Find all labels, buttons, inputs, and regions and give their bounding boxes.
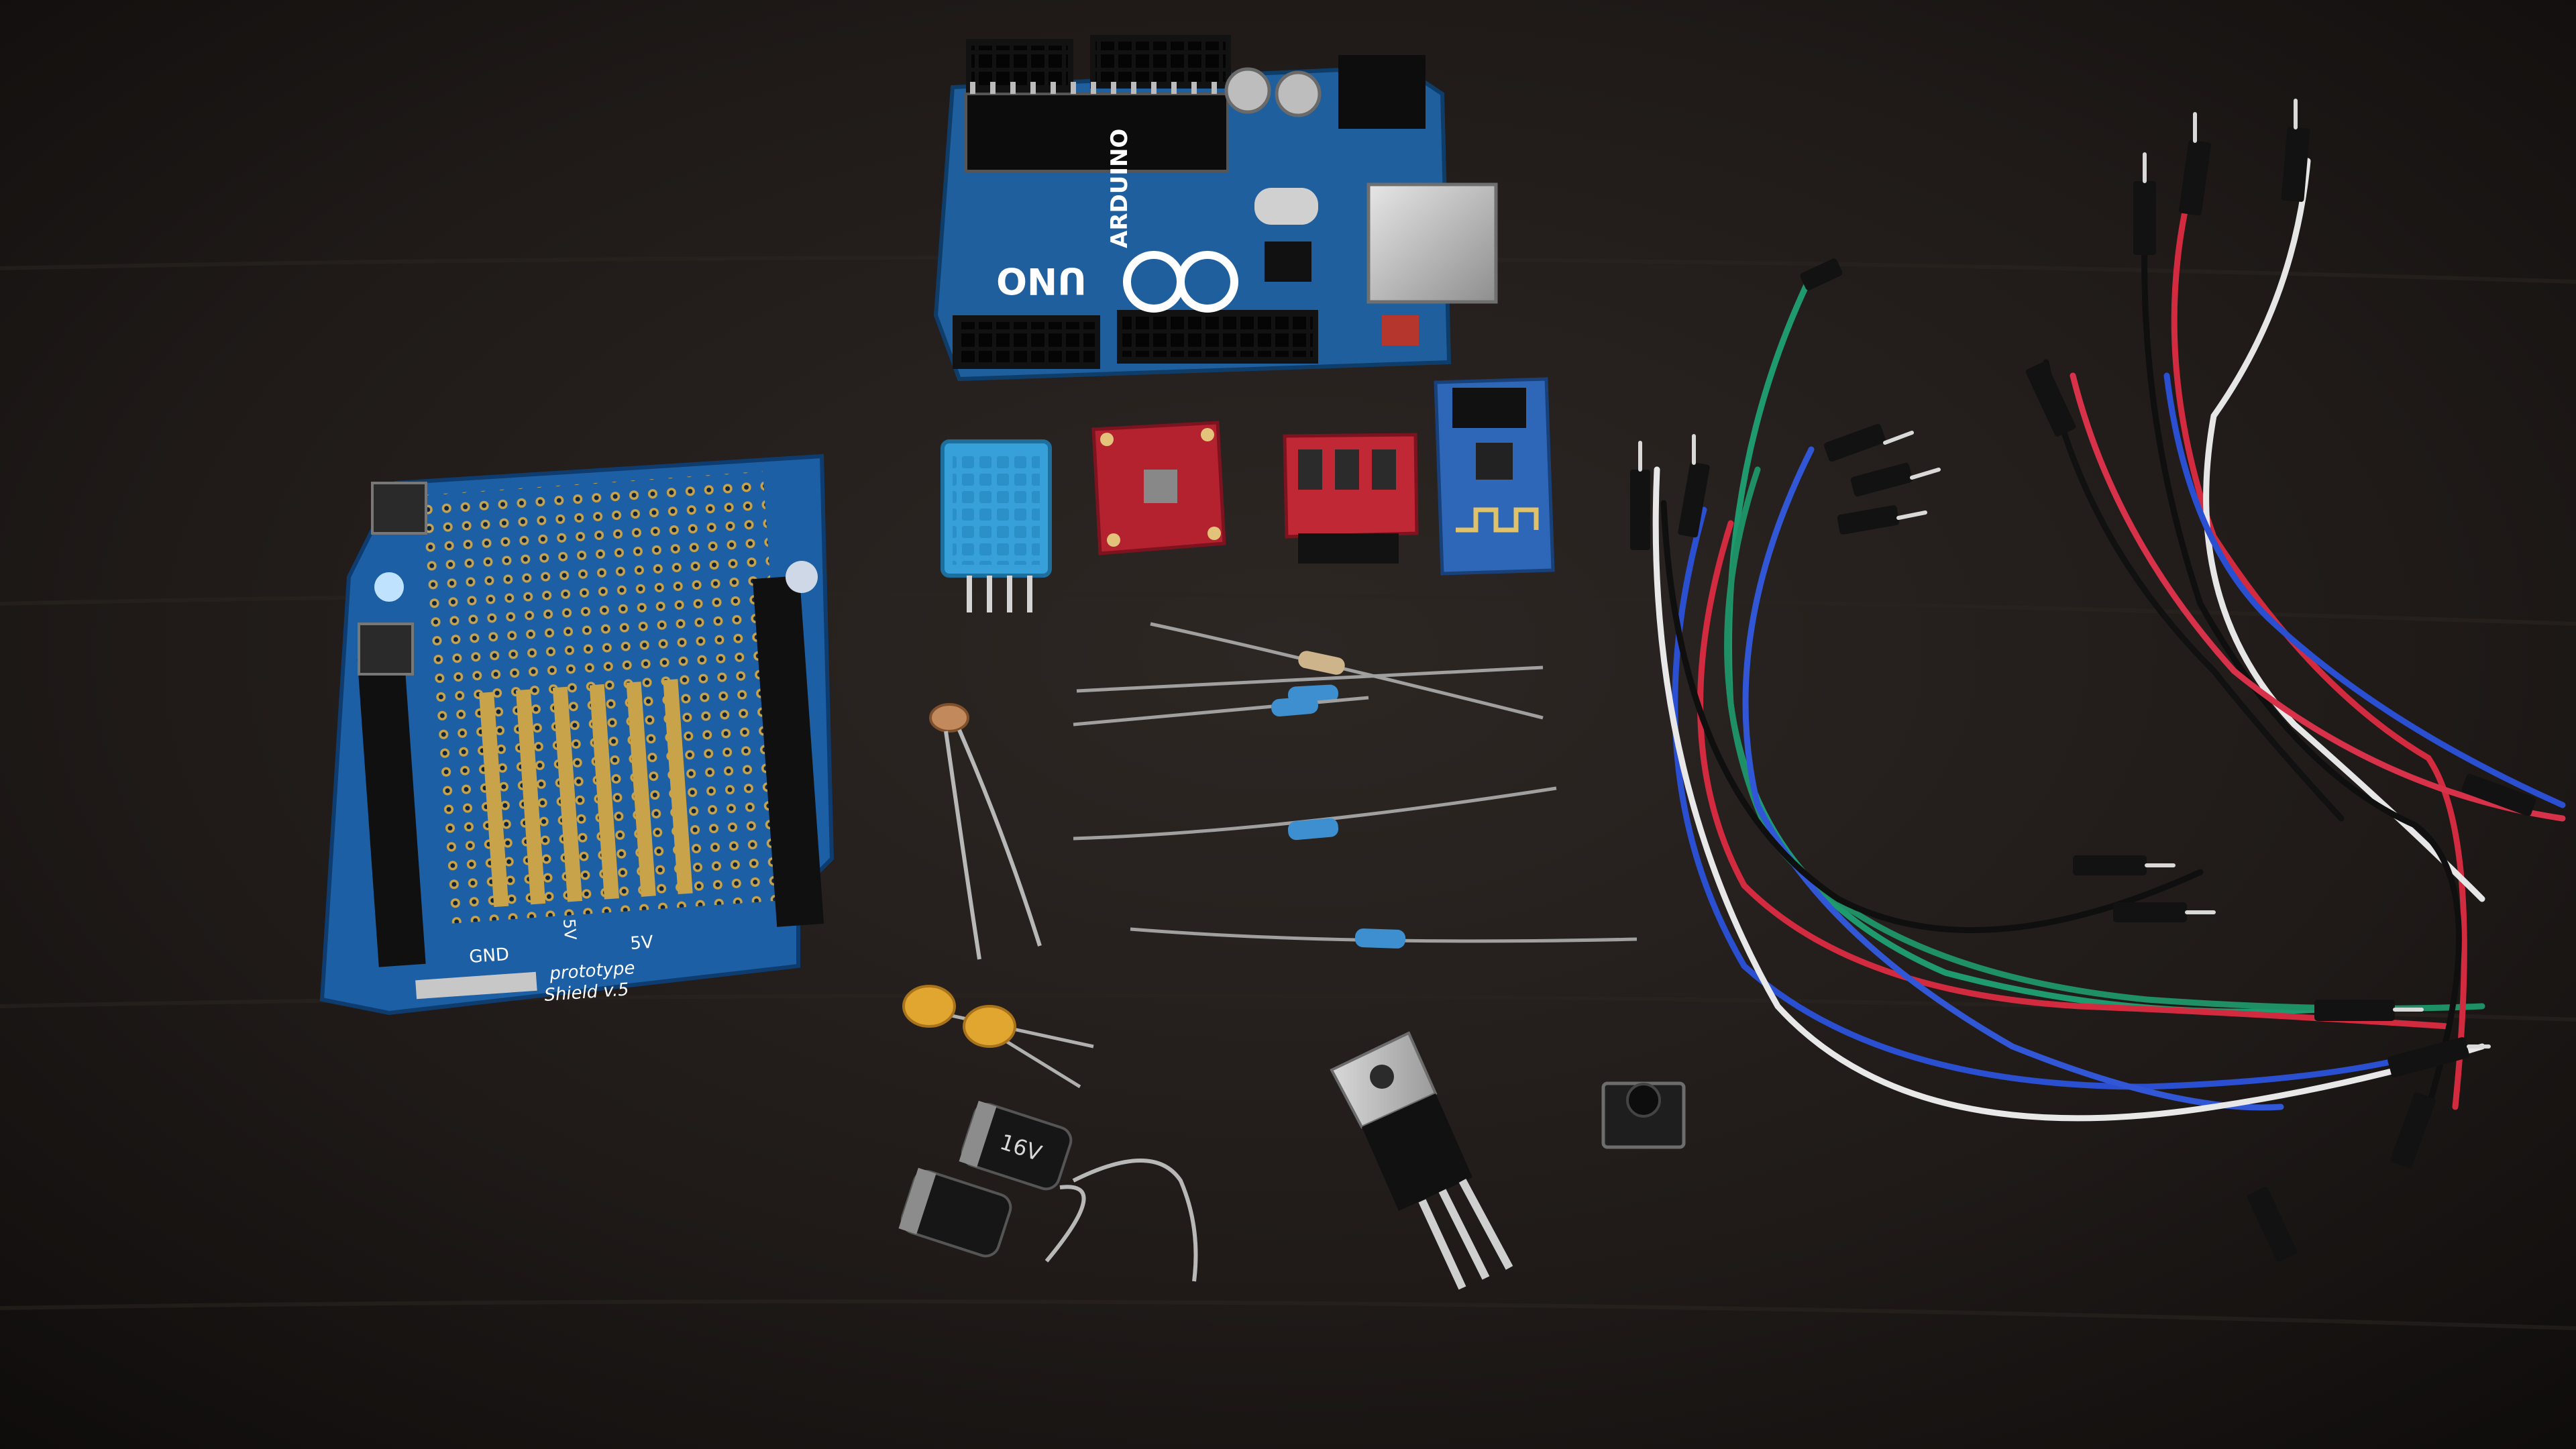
- level-shifter-header: [1298, 533, 1399, 564]
- jumper-wire-red-long: [2171, 171, 2467, 1110]
- arduino-infinity-logo: [1123, 251, 1238, 313]
- arduino-capacitor-2: [1275, 70, 1322, 117]
- arduino-uno-board: UNO ARDUINO: [933, 35, 1498, 382]
- esp8266-header: [1452, 388, 1526, 428]
- reset-button: [1382, 315, 1419, 345]
- dht11-sensor: [941, 439, 1052, 612]
- arduino-small-chip: [1265, 241, 1311, 282]
- shield-pushbutton-2: [358, 623, 414, 676]
- jumper-wire-white: [1652, 466, 2485, 1122]
- tactile-button-cap: [1626, 1083, 1661, 1118]
- esp8266-antenna-trace: [1456, 507, 1539, 533]
- resistor-4: [1073, 786, 1557, 841]
- jumper-wire-black-long: [2141, 191, 2462, 1110]
- jumper-wire-black-2: [2043, 359, 2345, 822]
- resistor-5: [1130, 927, 1638, 949]
- shield-header-left: [357, 655, 426, 967]
- arduino-brand-label: ARDUINO: [1106, 129, 1133, 248]
- ceramic-capacitor-1: [902, 985, 956, 1028]
- shield-header-right: [752, 576, 824, 927]
- prototype-shield: GND 5V 5V prototype Shield v.5: [319, 453, 835, 1016]
- jumper-wire-connectors: [1630, 127, 2536, 1262]
- jumper-wire-black: [1660, 500, 2204, 933]
- ceramic-capacitors: [902, 985, 1094, 1089]
- voltage-regulator-to220: [1330, 1031, 1513, 1290]
- resistors: [1073, 622, 1638, 949]
- shield-led: [374, 572, 404, 602]
- shield-led-2: [786, 561, 818, 593]
- photoresistor-head: [929, 703, 969, 733]
- photoresistor: [929, 703, 1042, 960]
- electrolytic-capacitors: 16V: [898, 1100, 1198, 1282]
- shield-bottom-header: [415, 971, 537, 1000]
- usb-b-port: [1366, 182, 1498, 304]
- dht11-pins: [967, 576, 1032, 612]
- shield-copper-strips: [479, 679, 693, 908]
- arduino-capacitor-1: [1224, 67, 1271, 114]
- resistor-1: [1150, 622, 1544, 720]
- jumper-wire-blue-2: [1742, 446, 2284, 1111]
- dc-power-jack: [1338, 55, 1426, 129]
- resistor-3: [1073, 696, 1369, 727]
- jumper-wire-green-2: [1724, 466, 2485, 1012]
- shield-pushbutton-1: [371, 482, 427, 535]
- esp8266-wifi-module: [1434, 377, 1555, 576]
- shield-label-5v: 5V: [629, 932, 654, 954]
- red-breakout-board-accelerometer: [1091, 421, 1226, 555]
- tactile-push-button: [1601, 1081, 1686, 1149]
- esp8266-chip: [1476, 443, 1513, 480]
- shield-label-gnd: GND: [468, 945, 510, 967]
- regulator-body: [1362, 1093, 1472, 1211]
- jumper-wires-bundle: [1652, 158, 2566, 1122]
- regulator-leads: [1418, 1179, 1513, 1290]
- ceramic-capacitor-2: [963, 1005, 1016, 1048]
- jumper-wire-blue-long: [2163, 372, 2566, 808]
- atmega-chip: [965, 93, 1229, 172]
- jumper-wire-red-2: [2070, 372, 2566, 822]
- jumper-wire-pins: [1638, 99, 2491, 1049]
- red-breakout-board-level-shifter: [1283, 433, 1419, 564]
- accelerometer-chip: [1144, 470, 1177, 503]
- arduino-model-label: UNO: [996, 260, 1087, 302]
- crystal-oscillator: [1254, 188, 1318, 225]
- shield-label-5v-b: 5V: [559, 918, 580, 941]
